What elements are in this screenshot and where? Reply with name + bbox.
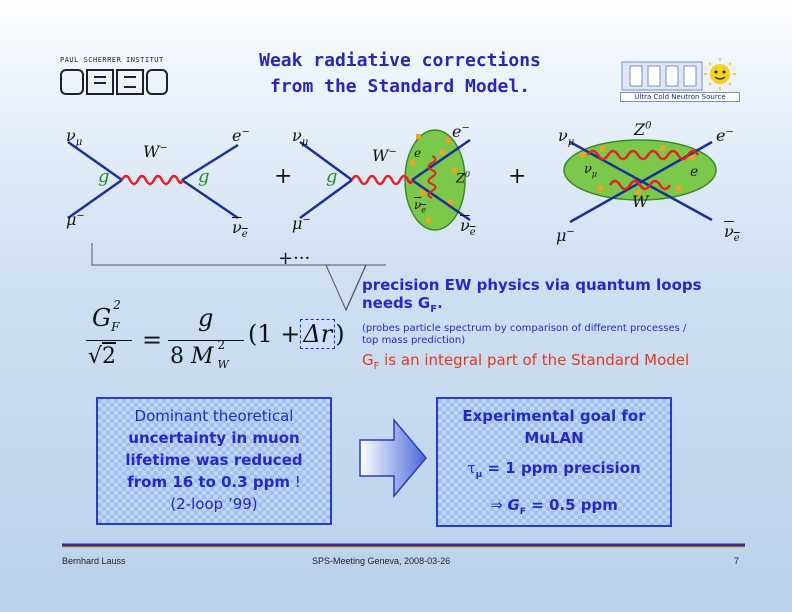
plus-2: +	[508, 164, 527, 189]
box-left-line-4: from 16 to 0.3 ppm !	[127, 473, 301, 491]
uncertainty-box: Dominant theoretical uncertainty in muon…	[96, 397, 332, 525]
box-right-line-3: τμ = 1 ppm precision	[467, 459, 641, 480]
psi-logo-mark	[60, 69, 168, 95]
box-left-line-2: uncertainty in muon	[128, 429, 300, 447]
callout-pointer	[325, 264, 367, 312]
d3-w: W	[632, 192, 649, 211]
goal-box: Experimental goal for MuLAN τμ = 1 ppm p…	[436, 397, 672, 527]
sun-icon	[710, 64, 730, 84]
note-small: (probes particle spectrum by comparison …	[362, 323, 687, 346]
diagram-2-lines	[299, 138, 471, 222]
d3-z: Z0	[634, 120, 652, 139]
d3-e: e−	[716, 126, 734, 145]
delta-r-box: Δr	[300, 319, 336, 349]
box-left-line-3: lifetime was reduced	[125, 451, 303, 469]
box-left-line-1: Dominant theoretical	[134, 407, 294, 425]
d1-nu-mu: νμ	[66, 126, 83, 149]
d1-g-right: g	[198, 166, 210, 187]
diagram-2-z-propagator	[427, 155, 437, 199]
footer-author: Bernhard Lauss	[62, 556, 126, 566]
box-right-line-2: MuLAN	[524, 429, 584, 447]
d2-inner-nu: νe	[414, 198, 427, 215]
continuation: +···	[278, 248, 311, 269]
formula-equals: =	[142, 326, 163, 354]
ucn-logo: Ultra Cold Neutron Source	[620, 56, 740, 102]
d2-z: Z0	[456, 170, 471, 187]
d1-e: e−	[232, 126, 250, 145]
d1-g-left: g	[98, 166, 110, 187]
ew-note: precision EW physics via quantum loops n…	[362, 276, 752, 372]
diagram-3-w-propagator	[608, 179, 672, 191]
d2-w: W−	[372, 146, 397, 165]
ucn-logo-caption: Ultra Cold Neutron Source	[620, 92, 740, 102]
box-right-line-4: ⇒ GF = 0.5 ppm	[490, 496, 618, 517]
d2-nubar-e: νe	[460, 216, 476, 239]
d2-e-top: e−	[452, 122, 470, 141]
d2-nu-mu: νμ	[292, 126, 309, 149]
formula-denominator-left: √2	[88, 344, 117, 369]
diagram-1-lines	[67, 140, 239, 220]
d1-mu: μ−	[66, 210, 85, 229]
d3-nu-mu: νμ	[558, 126, 575, 149]
footer-event: SPS-Meeting Geneva, 2008-03-26	[312, 556, 451, 566]
right-arrow-icon	[359, 418, 427, 498]
d1-nubar-e: νe	[232, 218, 248, 241]
title-line-2: from the Standard Model.	[269, 76, 531, 97]
title-line-1: Weak radiative corrections	[259, 50, 541, 71]
d3-nubar-e: νe	[724, 222, 740, 245]
note-red: GF is an integral part of the Standard M…	[362, 351, 690, 372]
d2-inner-e: e	[414, 146, 422, 160]
ucn-logo-mark	[621, 58, 736, 91]
slide-title: Weak radiative corrections from the Stan…	[200, 48, 600, 100]
box-right-line-1: Experimental goal for	[462, 407, 646, 425]
box-left-line-5: (2-loop ’99)	[170, 495, 258, 513]
diagram-1-w-propagator	[120, 174, 184, 186]
d1-w: W−	[143, 142, 168, 161]
formula-numerator-right: g	[198, 304, 214, 332]
plus-1: +	[274, 164, 293, 189]
psi-logo-text: PAUL SCHERRER INSTITUT	[60, 56, 164, 64]
d3-inner-e: e	[690, 164, 699, 180]
formula-paren: (1 +Δr)	[248, 319, 345, 349]
footer-page: 7	[734, 556, 740, 566]
d2-g: g	[326, 166, 338, 187]
d3-inner-nu: νμ	[584, 162, 598, 179]
psi-logo: PAUL SCHERRER INSTITUT	[60, 56, 170, 100]
diagram-2-w-propagator	[350, 174, 414, 186]
d3-mu: μ−	[556, 226, 575, 245]
d2-mu: μ−	[292, 214, 311, 233]
diagram-3-z-propagator	[586, 149, 700, 161]
note-title: precision EW physics via quantum loops n…	[362, 276, 702, 315]
